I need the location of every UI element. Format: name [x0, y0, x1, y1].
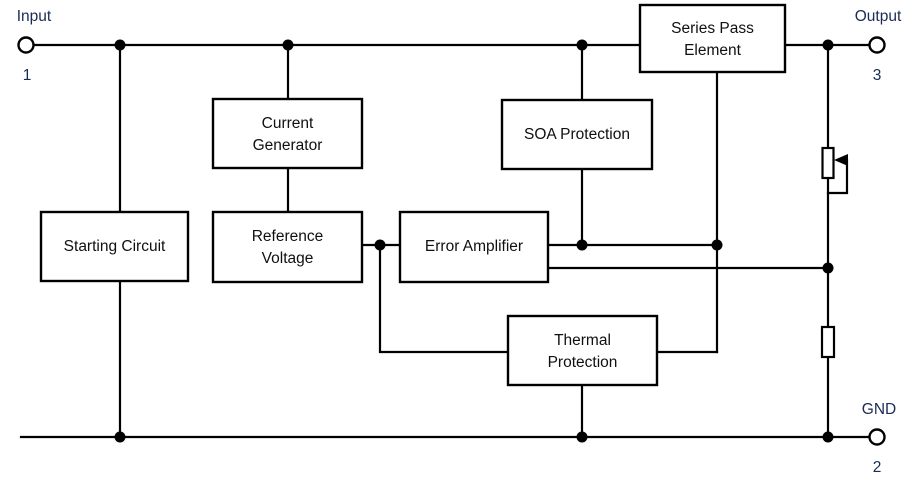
junction-error-series-pass-node [711, 239, 723, 251]
junction-output-node [822, 39, 834, 51]
current-generator-box[interactable] [211, 97, 364, 170]
gnd-port-label: GND [862, 401, 896, 418]
junction-error-soa-node [576, 239, 588, 251]
thermal-protection-label-line2: Protection [548, 354, 618, 371]
reference-voltage-label-line2: Voltage [262, 250, 314, 267]
junction-ground-starting-circuit [114, 431, 126, 443]
thermal-protection-box[interactable] [506, 314, 659, 387]
block-layer: Series Pass Element Current Generator SO… [39, 3, 787, 387]
component-layer [820, 146, 848, 359]
series-pass-element-box[interactable] [638, 3, 787, 74]
junction-ground-thermal-protection [576, 431, 588, 443]
junction-input-to-soa-protection [576, 39, 588, 51]
junction-ground-output-rail [822, 431, 834, 443]
junction-input-to-starting-circuit [114, 39, 126, 51]
soa-protection-box[interactable] [500, 98, 654, 171]
error-amplifier-label-line1: Error Amplifier [425, 238, 523, 255]
potentiometer-wiper-arrow-icon [834, 154, 848, 166]
junction-layer [114, 39, 834, 443]
input-port-label: Input [17, 8, 52, 25]
output-pin-number: 3 [873, 67, 882, 84]
starting-circuit-label-line1: Starting Circuit [64, 238, 166, 255]
divider-resistor [820, 325, 836, 359]
soa-protection-label-line1: SOA Protection [524, 126, 630, 143]
output-terminal[interactable] [868, 36, 886, 54]
wire-reference-node-to-thermal-protection [378, 243, 510, 354]
wire-potentiometer-wiper [826, 158, 849, 195]
input-terminal[interactable] [17, 36, 35, 54]
series-pass-element-label-line1: Series Pass [671, 20, 754, 37]
junction-reference-error-node [374, 239, 386, 251]
junction-input-to-current-generator [282, 39, 294, 51]
block-series-pass-element[interactable]: Series Pass Element [638, 3, 787, 74]
wire-layer [19, 43, 871, 439]
output-port-label: Output [855, 8, 902, 25]
adjust-potentiometer[interactable] [821, 146, 835, 180]
block-soa-protection[interactable]: SOA Protection [500, 98, 654, 171]
block-starting-circuit[interactable]: Starting Circuit [39, 210, 190, 283]
block-thermal-protection[interactable]: Thermal Protection [506, 314, 659, 387]
block-current-generator[interactable]: Current Generator [211, 97, 364, 170]
block-reference-voltage[interactable]: Reference Voltage [211, 210, 364, 284]
error-amplifier-box[interactable] [398, 210, 550, 284]
reference-voltage-label-line1: Reference [252, 228, 324, 245]
gnd-terminal[interactable] [868, 428, 886, 446]
starting-circuit-box[interactable] [39, 210, 190, 283]
current-generator-label-line2: Generator [253, 137, 323, 154]
thermal-protection-label-line1: Thermal [554, 332, 611, 349]
input-pin-number: 1 [23, 67, 32, 84]
junction-feedback-tap-node [822, 262, 834, 274]
gnd-pin-number: 2 [873, 459, 882, 476]
terminal-layer: Input 1 Output 3 GND 2 [17, 8, 902, 476]
block-error-amplifier[interactable]: Error Amplifier [398, 210, 550, 284]
reference-voltage-box[interactable] [211, 210, 364, 284]
series-pass-element-label-line2: Element [684, 42, 742, 59]
current-generator-label-line1: Current [262, 115, 314, 132]
